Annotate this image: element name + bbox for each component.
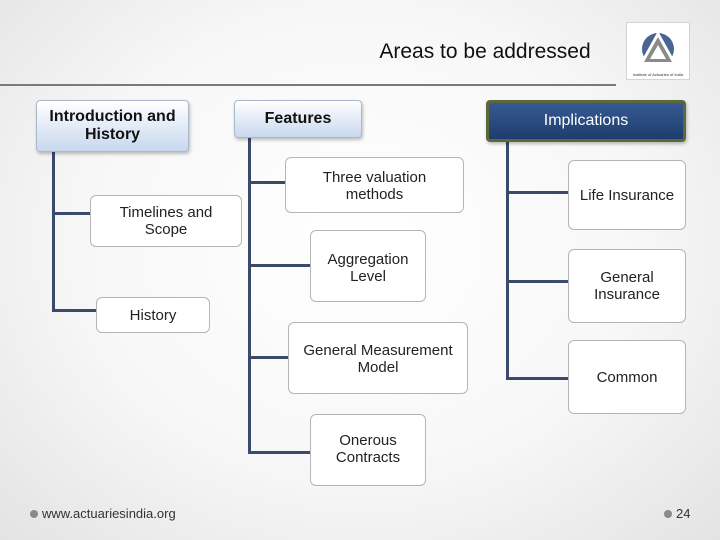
connector-line — [248, 264, 310, 267]
header-features: Features — [234, 100, 362, 138]
footer-url-text: www.actuariesindia.org — [42, 506, 176, 521]
connector-line — [506, 280, 568, 283]
title-divider — [0, 84, 616, 86]
footer-url: www.actuariesindia.org — [30, 506, 176, 521]
page-number: 24 — [664, 506, 690, 521]
connector-line — [506, 140, 509, 380]
connector-line — [52, 150, 55, 312]
item-general-measurement-model: General Measurement Model — [288, 322, 468, 394]
connector-line — [52, 309, 96, 312]
institute-logo: Institute of Actuaries of India — [626, 22, 690, 80]
bullet-icon — [30, 509, 38, 518]
connector-line — [248, 356, 288, 359]
triangle-logo-icon — [639, 31, 677, 65]
item-general-insurance: General Insurance — [568, 249, 686, 323]
connector-line — [52, 212, 90, 215]
item-three-valuation-methods: Three valuation methods — [285, 157, 464, 213]
connector-line — [248, 138, 251, 454]
connector-line — [506, 191, 568, 194]
item-history: History — [96, 297, 210, 333]
item-aggregation-level: Aggregation Level — [310, 230, 426, 302]
connector-line — [248, 451, 310, 454]
connector-line — [248, 181, 285, 184]
header-implications: Implications — [486, 100, 686, 142]
logo-caption: Institute of Actuaries of India — [632, 72, 684, 77]
connector-line — [506, 377, 568, 380]
item-timelines-and-scope: Timelines and Scope — [90, 195, 242, 247]
bullet-icon — [664, 509, 672, 518]
header-introduction-and-history: Introduction and History — [36, 100, 189, 152]
item-common: Common — [568, 340, 686, 414]
item-life-insurance: Life Insurance — [568, 160, 686, 230]
page-number-text: 24 — [676, 506, 691, 521]
item-onerous-contracts: Onerous Contracts — [310, 414, 426, 486]
slide-title: Areas to be addressed — [379, 40, 591, 63]
